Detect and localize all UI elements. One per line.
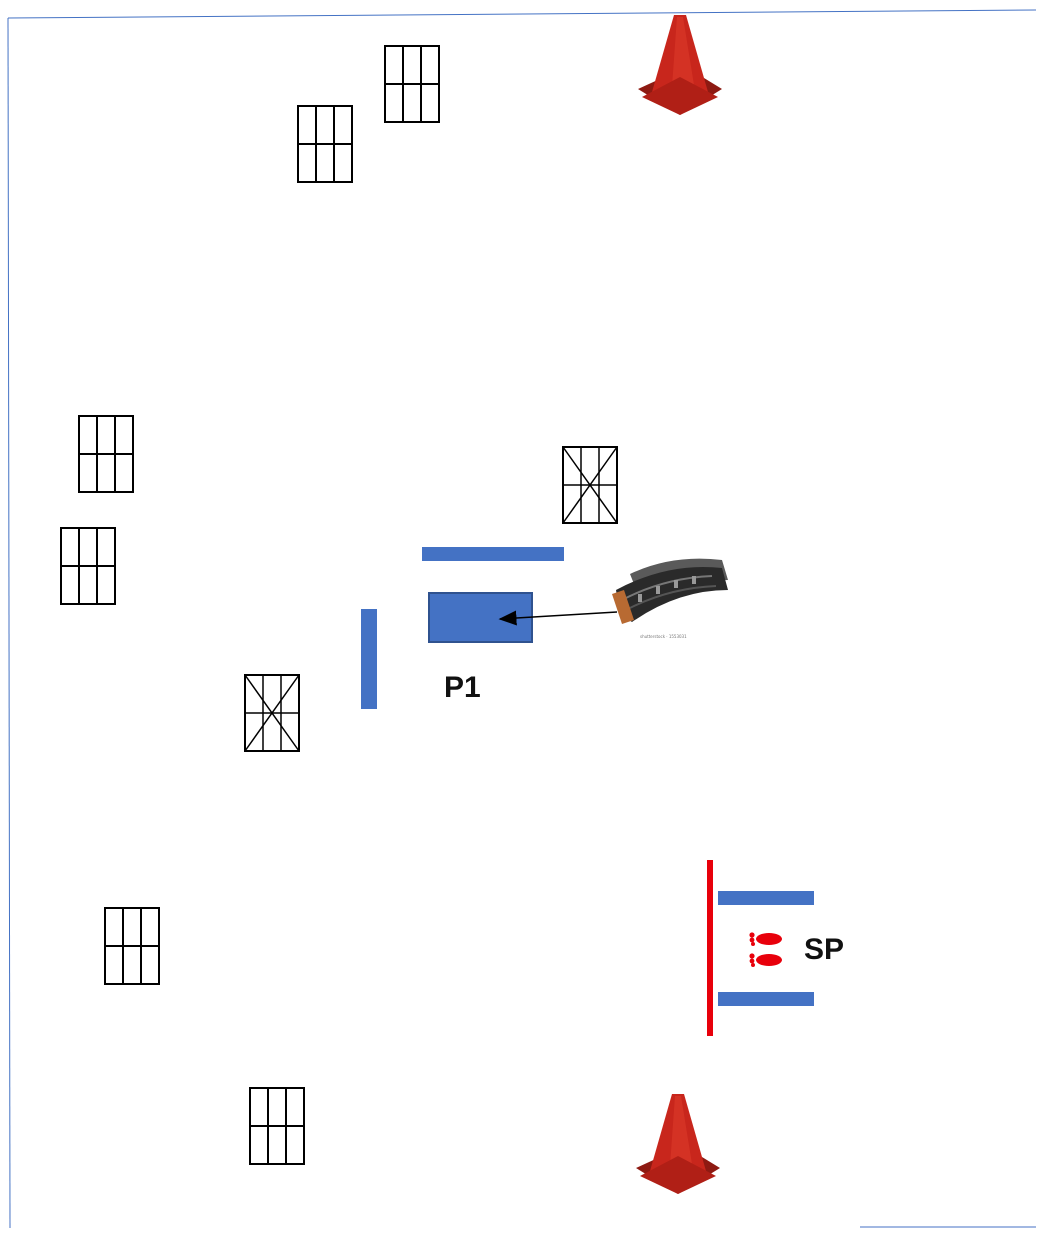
frame-top-border (8, 10, 1036, 18)
traffic-cone-icon (638, 15, 722, 115)
paper-target-icon (61, 528, 115, 604)
fault-line (707, 860, 713, 1036)
paper-target-icon (385, 46, 439, 122)
footprints-icon (749, 932, 782, 967)
frame-left-border (8, 18, 10, 1228)
magazine-caption: shutterstock · 1553031 (640, 634, 687, 639)
paper-target-icon (79, 416, 133, 492)
rifle-magazine-icon (612, 559, 728, 624)
no-shoot-target-icon (563, 447, 617, 523)
barrier-wall-left (361, 609, 377, 709)
start-barrier-top (718, 891, 814, 905)
paper-target-icon (298, 106, 352, 182)
paper-target-icon (105, 908, 159, 984)
start-barrier-bottom (718, 992, 814, 1006)
traffic-cone-icon (636, 1094, 720, 1194)
no-shoot-target-icon (245, 675, 299, 751)
barrier-wall-top (422, 547, 564, 561)
paper-target-icon (250, 1088, 304, 1164)
position-1-label: P1 (444, 673, 481, 703)
start-position-label: SP (804, 935, 844, 965)
